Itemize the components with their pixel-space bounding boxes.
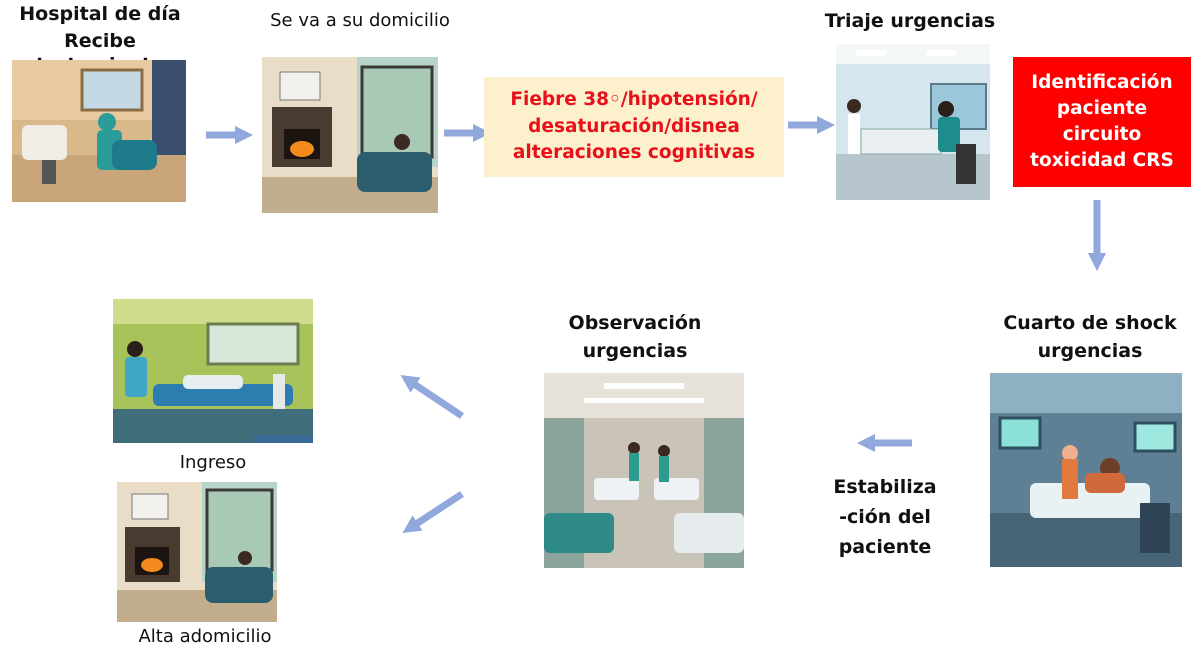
label-cuarto-shock-2: urgencias <box>1037 340 1143 362</box>
flow-arrow-up-left <box>400 374 464 419</box>
label-hospital-de-dia: Hospital de día <box>19 3 181 25</box>
label-cuarto-shock-1: Cuarto de shock <box>1003 312 1177 334</box>
discharge-home-image <box>117 482 277 622</box>
label-observacion-1: Observación <box>568 312 702 334</box>
symptoms-line-3: alteraciones cognitivas <box>512 142 756 164</box>
label-se-va-domicilio: Se va a su domicilio <box>270 10 450 31</box>
flow-arrow-right-3 <box>788 115 836 135</box>
alert-line-3: circuito <box>1062 124 1142 145</box>
flow-arrow-down <box>1087 200 1107 272</box>
label-estabiliza-1: Estabiliza <box>833 476 937 498</box>
shock-room-image <box>990 373 1182 567</box>
hospital-day-image <box>12 60 186 202</box>
flow-arrow-left <box>856 433 912 453</box>
label-ingreso: Ingreso <box>179 452 247 473</box>
triage-image <box>836 44 990 200</box>
label-estabiliza-3: paciente <box>838 536 932 558</box>
symptoms-box: Fiebre 38◦/hipotensión/ desaturación/dis… <box>484 77 784 177</box>
home-image <box>262 57 438 213</box>
label-alta: Alta adomicilio <box>138 626 272 647</box>
label-observacion-2: urgencias <box>582 340 688 362</box>
symptoms-line-2: desaturación/disnea <box>528 115 740 137</box>
alert-line-1: Identificación <box>1031 72 1173 94</box>
crs-alert-box: Identificación paciente circuito toxicid… <box>1013 57 1191 187</box>
alert-line-2: paciente <box>1056 98 1148 120</box>
flow-arrow-right-1 <box>206 125 254 145</box>
inpatient-room-image <box>113 299 313 443</box>
alert-line-4: toxicidad CRS <box>1030 149 1174 171</box>
label-triaje: Triaje urgencias <box>824 10 996 32</box>
flow-arrow-down-left <box>402 491 464 533</box>
symptoms-line-1: Fiebre 38◦/hipotensión/ <box>510 88 758 110</box>
flow-arrow-right-2 <box>444 123 492 143</box>
label-estabiliza-2: -ción del <box>839 506 931 528</box>
observation-ward-image <box>544 373 744 568</box>
